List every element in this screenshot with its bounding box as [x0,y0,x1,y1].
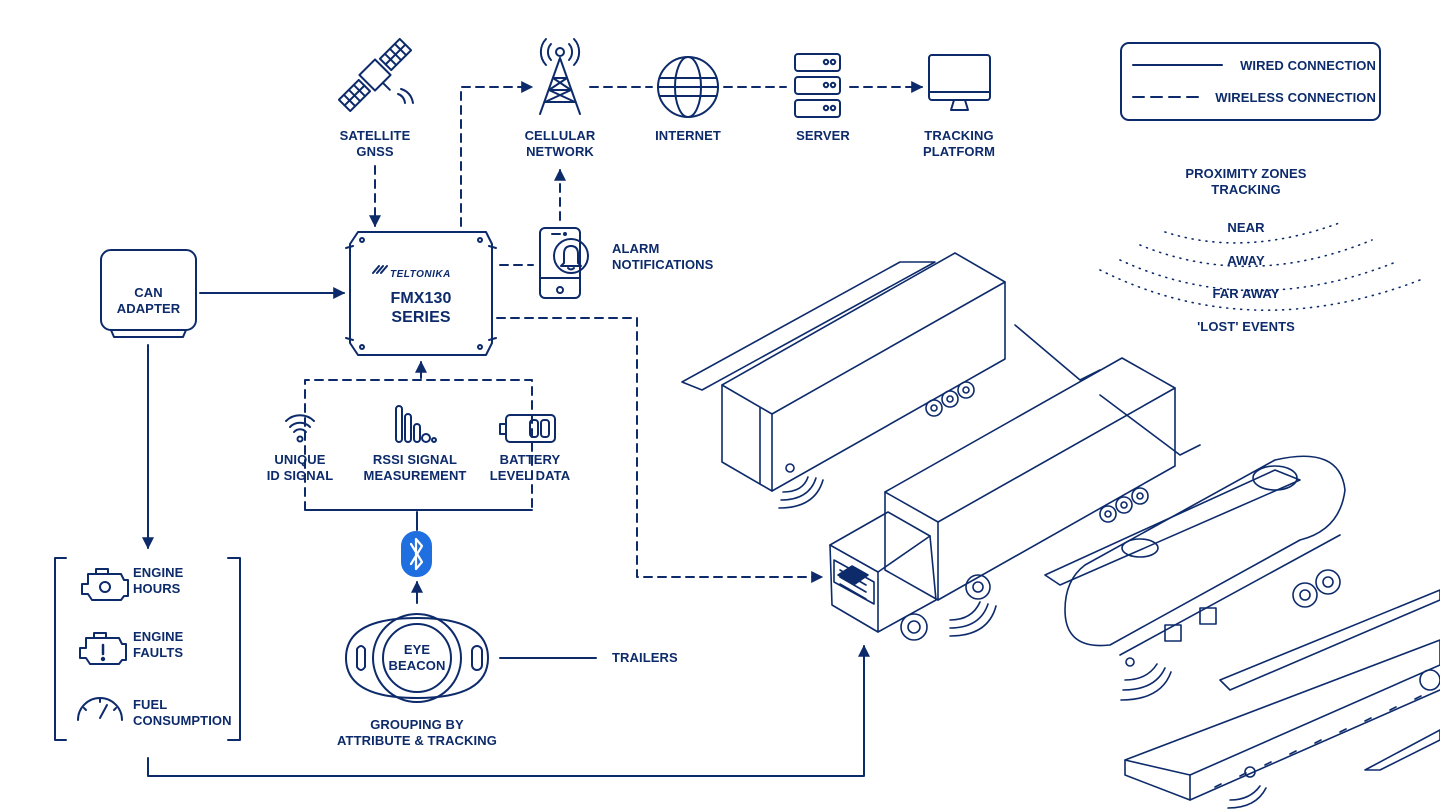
signal-bars-icon [395,405,437,443]
proximity-title: PROXIMITY ZONES TRACKING [1185,166,1307,197]
rssi-label: RSSI SIGNAL MEASUREMENT [363,452,467,483]
proximity-lost: 'LOST' EVENTS [1197,319,1295,334]
truck-cab [829,511,997,641]
proximity-away: AWAY [1227,253,1265,268]
proximity-near: NEAR [1227,220,1265,235]
eye-beacon [345,613,489,703]
beacon-data-group [304,379,533,511]
legend-box [1120,42,1381,121]
proximity-far-away: FAR AWAY [1212,286,1280,301]
engine-fault-icon [79,632,127,665]
server-icon [794,53,841,118]
trailers-label: TRAILERS [612,650,678,665]
internet-label: INTERNET [655,128,721,143]
alarm-label: ALARM NOTIFICATIONS [612,241,714,272]
server-label: SERVER [796,128,850,143]
can-to-truck-link [147,644,870,777]
cell-tower-icon [539,38,581,115]
bluetooth-icon [401,531,432,577]
gauge-icon [77,697,123,721]
flatbed-trailer [1124,639,1440,809]
beacon-caption: GROUPING BY ATTRIBUTE & TRACKING [337,717,497,748]
device-to-truck-link [496,317,824,583]
satellite-icon [337,37,414,113]
truck-scene [681,252,1440,809]
satellite-label: SATELLITE GNSS [339,128,411,159]
device-brand: TELTONIKA [390,269,451,280]
monitor-icon [928,54,991,111]
device-model: FMx130 SERIES [390,290,452,326]
proximity-arcs [1099,221,1421,311]
parking-line-2 [1044,469,1301,586]
beacon-name: EYE BEACON [388,642,446,673]
legend-wireless-label: WIRELESS CONNECTION [1215,90,1376,105]
parking-line-1 [681,261,936,391]
phone-alarm-icon [539,227,589,299]
parking-line-3 [1219,589,1440,691]
wifi-icon [285,414,315,443]
engine-faults-label: ENGINE FAULTS [133,629,184,660]
tracking-platform-label: TRACKING PLATFORM [922,128,996,159]
device-to-cellular-link [460,81,534,227]
teltonika-logo-mark [372,265,388,274]
tanker-trailer [1064,455,1346,701]
can-adapter-box [100,249,197,338]
engine-icon [81,568,129,601]
legend-wired-label: WIRED CONNECTION [1240,58,1376,73]
battery-icon [499,414,556,443]
can-data-bracket-left [54,557,67,741]
unique-id-label: UNIQUE ID SIGNAL [266,452,334,483]
fuel-consumption-label: FUEL CONSUMPTION [133,697,232,728]
trailer-2 [884,357,1176,601]
cellular-label: CELLULAR NETWORK [524,128,596,159]
globe-icon [657,56,719,118]
engine-hours-label: ENGINE HOURS [133,565,184,596]
can-adapter-label: CAN ADAPTER [116,285,181,316]
trailer-1 [721,252,1006,509]
device-fmx130 [345,231,497,356]
battery-label: BATTERY LEVEL DATA [489,452,571,483]
can-data-bracket-right [227,557,241,741]
